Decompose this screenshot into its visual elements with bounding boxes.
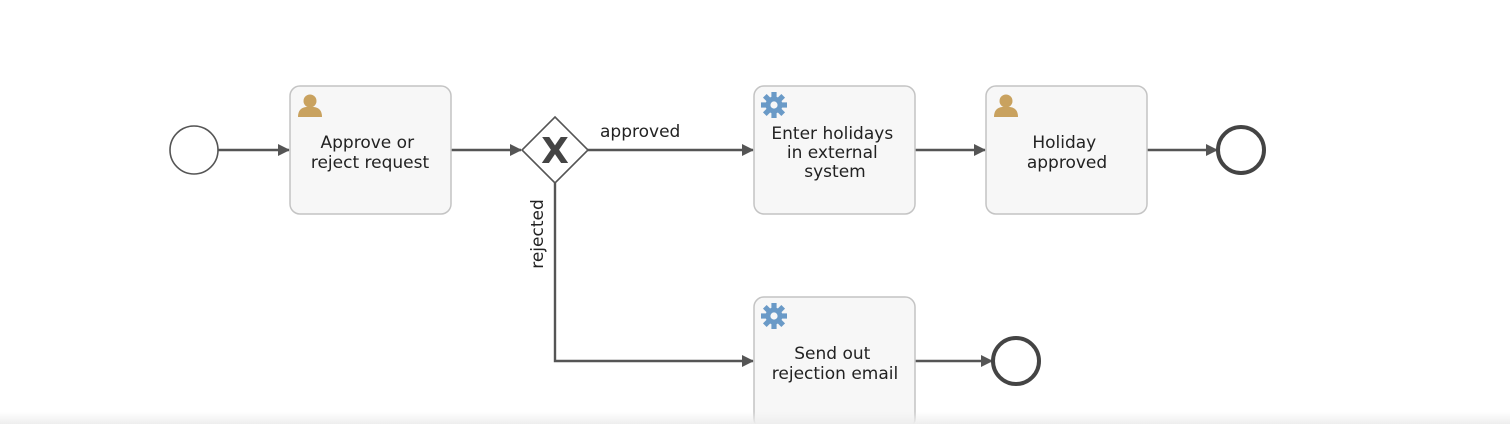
task-enter-holidays[interactable]: Enter holidays in external system <box>753 85 916 215</box>
gear-icon <box>761 303 787 329</box>
task-label-line: system <box>804 162 865 182</box>
task-label-line: in external <box>787 143 878 163</box>
task-send-rejection[interactable]: Send out rejection email <box>753 296 916 424</box>
end-event-approved[interactable] <box>1216 125 1266 175</box>
task-holiday-approved[interactable]: Holiday approved <box>985 85 1148 215</box>
task-label-line: approved <box>1027 153 1107 173</box>
task-label-line: reject request <box>311 153 430 173</box>
bottom-fade <box>0 412 1510 424</box>
svg-text:Enter holidays in extern: Enter holidays in external system <box>771 124 898 182</box>
svg-text:Holiday approved: Holiday approved <box>1027 133 1107 173</box>
svg-text:Send out rejection email: Send out rejection email <box>772 344 898 384</box>
task-label-line: Send out <box>794 344 870 364</box>
exclusive-gateway[interactable]: X <box>520 115 590 185</box>
flow-label-rejected: rejected <box>528 199 548 269</box>
flow-rejected <box>553 183 754 367</box>
svg-text:Approve or reject reques: Approve or reject request <box>311 133 430 173</box>
task-label-line: rejection email <box>772 364 898 384</box>
gateway-x-icon: X <box>541 131 569 172</box>
task-label-line: Approve or <box>321 133 415 153</box>
gear-icon <box>761 92 787 118</box>
task-approve-or-reject[interactable]: Approve or reject request <box>289 85 452 215</box>
task-label-line: Enter holidays <box>771 124 893 144</box>
end-event-rejected[interactable] <box>991 336 1041 386</box>
task-label-line: Holiday <box>1032 133 1096 153</box>
flow-label-approved: approved <box>600 122 680 142</box>
start-event[interactable] <box>169 125 219 175</box>
